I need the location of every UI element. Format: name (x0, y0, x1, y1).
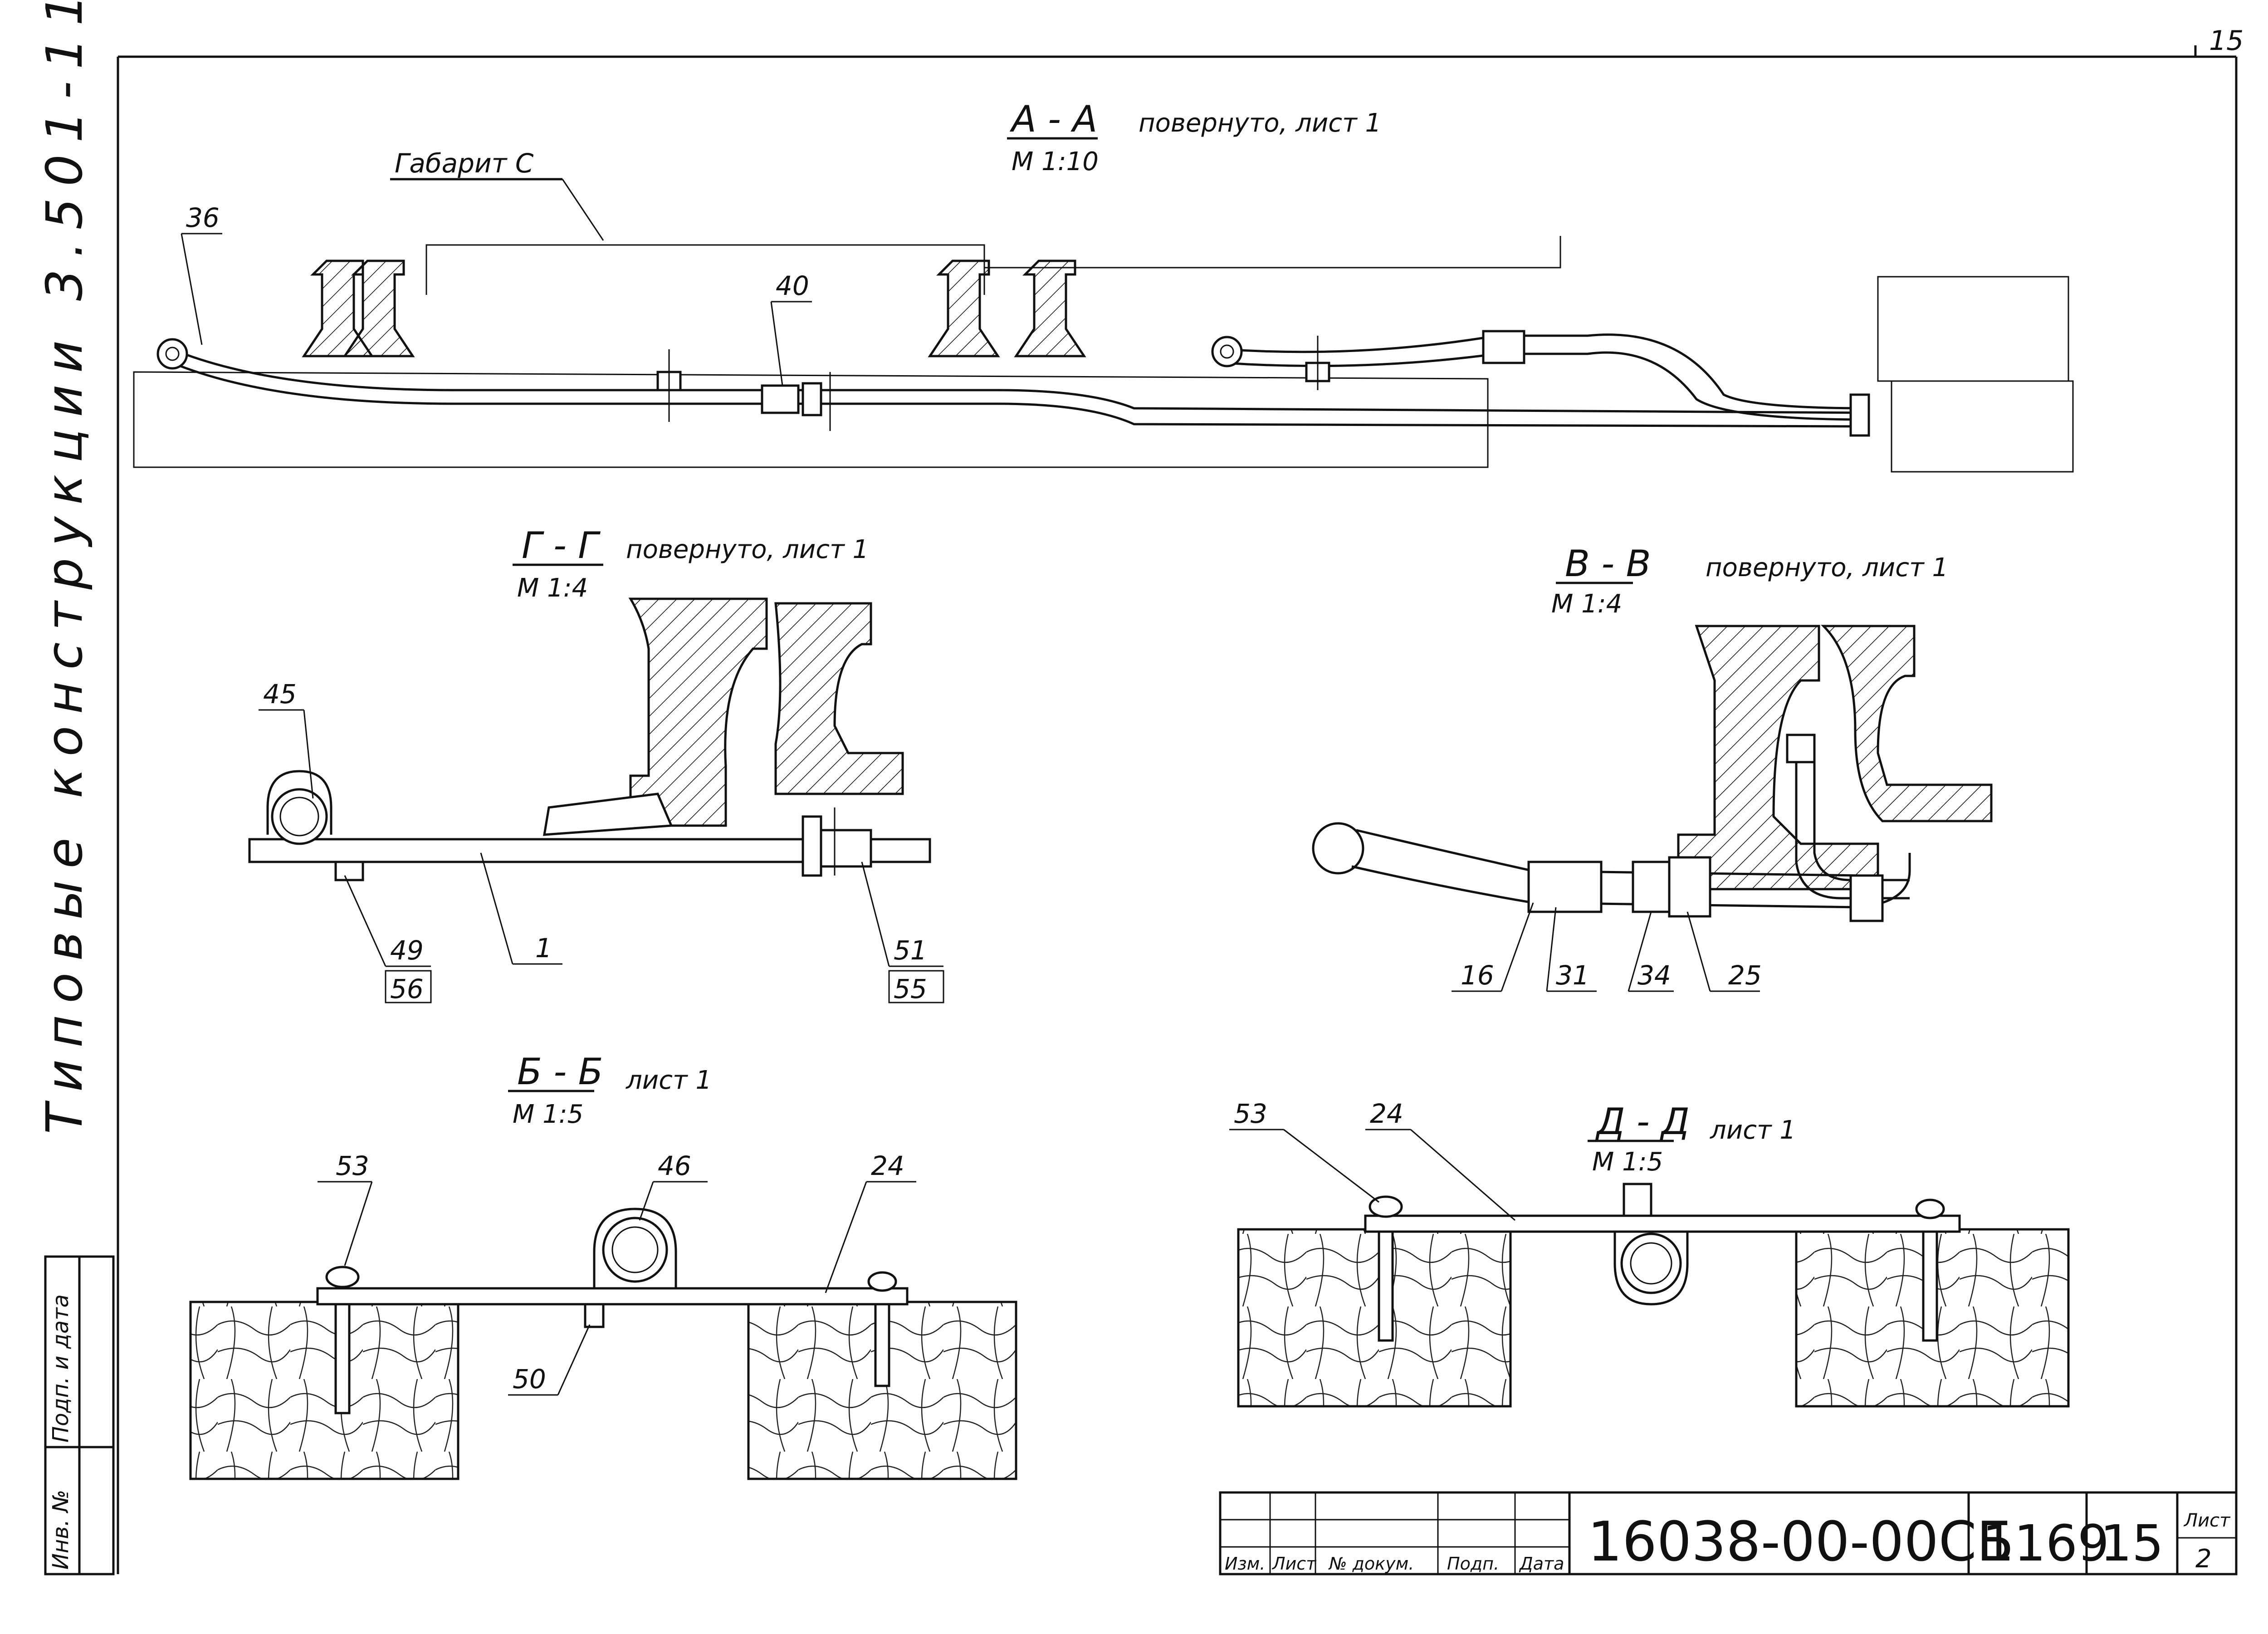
callout-40: 40 (776, 270, 809, 301)
code-b: 15 (2100, 1514, 2164, 1572)
coupling (761, 384, 800, 414)
view-gg-title: Г - Г (522, 524, 601, 567)
callout-46: 46 (658, 1150, 691, 1181)
view-dd-title: Д - Д (1595, 1101, 1690, 1143)
callout-31: 31 (1556, 960, 1589, 991)
callout-25: 25 (1728, 960, 1762, 991)
callout-24-dd: 24 (1370, 1098, 1403, 1129)
pipe-end-fitting (1211, 336, 1243, 367)
callout-24: 24 (871, 1150, 904, 1181)
view-aa-scale: М 1:10 (1012, 147, 1099, 176)
callout-53: 53 (336, 1150, 369, 1181)
callout-34: 34 (1637, 960, 1671, 991)
base-plate (316, 1287, 909, 1306)
coupling (1527, 861, 1603, 913)
title-block: Изм. Лист № докум. Подп. Дата 16038-00-0… (1219, 1491, 2238, 1575)
view-aa-title: А - А (1009, 98, 1097, 140)
view-bb-note: лист 1 (626, 1066, 712, 1095)
rail-section (1820, 625, 1993, 822)
callout-16: 16 (1461, 960, 1494, 991)
callout-49: 49 (390, 935, 424, 966)
callout-50: 50 (513, 1364, 546, 1394)
callout-45: 45 (263, 679, 297, 709)
pipe-section (1312, 822, 1364, 875)
view-vv-note: повернуто, лист 1 (1706, 553, 1948, 582)
sleeper (189, 1301, 459, 1480)
base-plate (133, 371, 1489, 468)
tb-col-doc: № докум. (1328, 1554, 1414, 1574)
code-a: 1169 (1982, 1514, 2109, 1572)
pipe-end-fitting (156, 338, 188, 370)
tb-col-sign: Подп. (1447, 1554, 1499, 1574)
doc-code: 16038-00-00СБ (1588, 1511, 2014, 1574)
tb-col-list: Лист (1271, 1554, 1317, 1574)
inv-label: Инв. № (48, 1490, 73, 1570)
view-bb: Б - Б М 1:5 лист 1 53 46 24 50 (189, 1051, 1017, 1480)
margin-title: Типовые конструкции 3.501-116. Альбом (35, 0, 93, 1134)
tb-col-date: Дата (1519, 1554, 1564, 1574)
rail-section (774, 602, 904, 795)
side-stamp: Инв. № Подп. и дата (44, 1255, 115, 1575)
view-vv: В - В М 1:4 повернуто, лист 1 16 31 34 2… (1312, 543, 1993, 992)
view-vv-scale: М 1:4 (1551, 589, 1622, 619)
sign-label: Подп. и дата (48, 1294, 73, 1443)
rail (302, 259, 1086, 357)
view-dd: Д - Д М 1:5 лист 1 53 24 (1229, 1098, 2070, 1408)
view-gg: Г - Г М 1:4 повернуто, лист 1 45 49 56 1… (248, 524, 944, 1004)
rail-section (1677, 625, 1879, 890)
view-bb-title: Б - Б (517, 1051, 603, 1093)
callout-56: 56 (390, 974, 424, 1004)
view-vv-title: В - В (1565, 543, 1651, 585)
view-gg-note: повернуто, лист 1 (626, 535, 869, 564)
callout-53-dd: 53 (1234, 1098, 1267, 1129)
gabarit-label: Габарит С (395, 148, 534, 179)
rail-section (628, 597, 768, 827)
callout-36: 36 (186, 202, 220, 233)
base-plate (1364, 1214, 1961, 1233)
view-aa-note: повернуто, лист 1 (1139, 108, 1381, 138)
view-bb-scale: М 1:5 (513, 1100, 583, 1129)
callout-1: 1 (535, 933, 552, 964)
view-aa: А - А М 1:10 повернуто, лист 1 Габарит С (133, 98, 2074, 473)
callout-51: 51 (894, 935, 927, 966)
sheet-number: 2 (2195, 1544, 2212, 1574)
view-gg-scale: М 1:4 (517, 573, 588, 603)
view-dd-note: лист 1 (1710, 1115, 1796, 1145)
equipment-block (1877, 276, 2069, 382)
corner-number: 15 (2209, 25, 2244, 57)
callout-55: 55 (894, 974, 927, 1004)
view-dd-scale: М 1:5 (1592, 1147, 1663, 1177)
sleeper (1237, 1228, 1512, 1408)
tb-col-izm: Изм. (1225, 1554, 1265, 1574)
pipe-run (172, 333, 1869, 428)
sheet-label: Лист (2183, 1510, 2231, 1531)
